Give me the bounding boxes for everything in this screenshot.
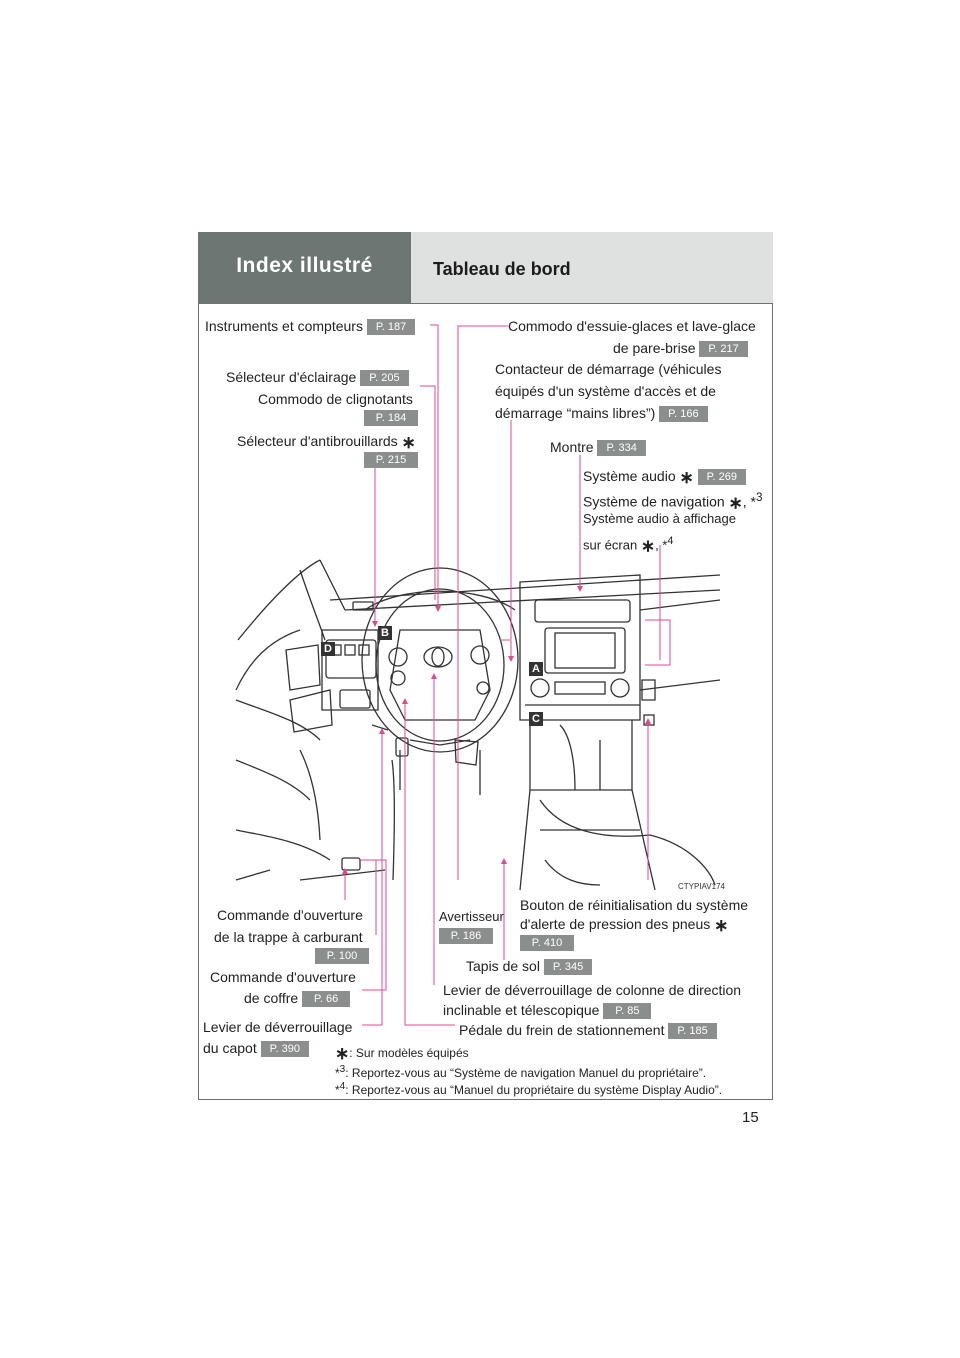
footnote-sup: 3 <box>756 491 763 504</box>
asterisk-icon: ∗ <box>728 493 743 513</box>
callout-trappe-l2: de la trappe à carburant <box>214 929 363 945</box>
callout-navigation: Système de navigation ∗, *3 <box>583 487 763 515</box>
title-bar <box>411 232 773 304</box>
callout-audio: Système audio ∗ P. 269 <box>583 465 747 489</box>
page-ref-pneus[interactable]: P. 410 <box>520 935 574 951</box>
footnote-text: : Reportez-vous au “Manuel du propriétai… <box>345 1083 723 1097</box>
callout-colonne-l1: Levier de déverrouillage de colonne de d… <box>443 982 742 998</box>
footnote-text: : Reportez-vous au “Système de navigatio… <box>345 1066 707 1080</box>
image-code: CTYPIAV174 <box>678 882 725 891</box>
callout-audio-ecran-l2: sur écran ∗, *4 <box>583 530 673 557</box>
callout-avertisseur: Avertisseur <box>439 909 504 924</box>
callout-label: Sélecteur d'antibrouillards <box>237 433 398 449</box>
callout-demarrage-l3: démarrage “mains libres”) P. 166 <box>495 402 708 424</box>
callout-eclairage: Sélecteur d'éclairage P. 205 <box>226 366 409 388</box>
page-ref[interactable]: P. 66 <box>302 991 351 1008</box>
footnote-star: ∗: Sur modèles équipés <box>335 1045 469 1062</box>
marker-b: B <box>378 626 392 640</box>
callout-label: du capot <box>203 1040 257 1056</box>
callout-montre: Montre P. 334 <box>550 436 646 458</box>
callout-label: de pare-brise <box>613 340 696 356</box>
callout-capot-l2: du capot P. 390 <box>203 1037 309 1059</box>
callout-label: Système audio <box>583 468 676 484</box>
page-ref[interactable]: P. 345 <box>543 959 593 976</box>
footnote-sup: 4 <box>667 535 674 547</box>
callout-label: inclinable et télescopique <box>443 1002 600 1018</box>
callout-coffre-l1: Commande d'ouverture <box>210 969 356 985</box>
callout-antibrouillards: Sélecteur d'antibrouillards ∗ <box>237 430 416 454</box>
asterisk-icon: ∗ <box>640 536 656 556</box>
page-title: Tableau de bord <box>433 259 571 279</box>
callout-trappe-l1: Commande d'ouverture <box>217 907 363 923</box>
callout-label: Pédale du frein de stationnement <box>459 1022 665 1038</box>
footnote-ref: , * <box>742 493 757 510</box>
footnote-3: *3: Reportez-vous au “Système de navigat… <box>335 1062 706 1081</box>
callout-label: Système de navigation <box>583 493 725 510</box>
page-ref[interactable]: P. 185 <box>668 1023 717 1040</box>
callout-pneus-l2: d'alerte de pression des pneus ∗ <box>520 913 728 937</box>
footnote-ref: , * <box>655 537 668 553</box>
page-ref-avertisseur[interactable]: P. 186 <box>439 928 493 944</box>
callout-essuie-glaces-l2: de pare-brise P. 217 <box>613 337 748 359</box>
section-tab <box>198 232 411 304</box>
page-ref[interactable]: P. 85 <box>603 1003 652 1020</box>
callout-essuie-glaces-l1: Commodo d'essuie-glaces et lave-glace <box>508 318 756 334</box>
page-ref-clignotants[interactable]: P. 184 <box>364 410 418 426</box>
page-ref[interactable]: P. 217 <box>699 341 748 358</box>
callout-label: Montre <box>550 439 594 455</box>
callout-demarrage-l1: Contacteur de démarrage (véhicules <box>495 361 722 377</box>
asterisk-icon: ∗ <box>714 916 729 935</box>
footnote-4: *4: Reportez-vous au “Manuel du propriét… <box>335 1079 722 1098</box>
callout-instruments: Instruments et compteurs P. 187 <box>205 315 416 337</box>
page-ref-antibrouillards[interactable]: P. 215 <box>364 452 418 468</box>
marker-c: C <box>529 712 543 726</box>
callout-capot-l1: Levier de déverrouillage <box>203 1019 353 1035</box>
callout-label: Instruments et compteurs <box>205 318 363 334</box>
page-ref-trappe[interactable]: P. 100 <box>315 948 369 964</box>
asterisk-icon: ∗ <box>335 1044 350 1063</box>
callout-audio-ecran-l1: Système audio à affichage <box>583 511 736 526</box>
callout-coffre-l2: de coffre P. 66 <box>244 987 351 1009</box>
marker-a: A <box>529 662 543 676</box>
marker-d: D <box>321 642 335 656</box>
callout-label: Sélecteur d'éclairage <box>226 369 357 385</box>
page-ref[interactable]: P. 334 <box>597 440 646 457</box>
footnote-sup: 4 <box>339 1081 346 1092</box>
asterisk-icon: ∗ <box>679 468 694 487</box>
callout-label: sur écran <box>583 537 638 553</box>
page-ref[interactable]: P. 390 <box>260 1041 309 1058</box>
footnote-sup: 3 <box>339 1064 346 1075</box>
callout-pneus-l1: Bouton de réinitialisation du système <box>520 897 749 913</box>
callout-label: démarrage “mains libres”) <box>495 405 656 421</box>
page-ref[interactable]: P. 187 <box>366 319 416 336</box>
page-ref[interactable]: P. 269 <box>697 469 747 486</box>
page-ref[interactable]: P. 205 <box>360 370 409 387</box>
asterisk-icon: ∗ <box>401 433 416 452</box>
footnote-mark: * <box>335 1083 340 1097</box>
callout-colonne-l2: inclinable et télescopique P. 85 <box>443 999 652 1021</box>
callout-tapis: Tapis de sol P. 345 <box>466 955 593 977</box>
section-title: Index illustré <box>236 254 373 277</box>
footnote-mark: * <box>335 1066 340 1080</box>
callout-frein: Pédale du frein de stationnement P. 185 <box>459 1019 717 1041</box>
callout-label: d'alerte de pression des pneus <box>520 916 711 932</box>
callout-demarrage-l2: équipés d'un système d'accès et de <box>495 383 716 399</box>
callout-label: de coffre <box>244 990 299 1006</box>
page-ref[interactable]: P. 166 <box>659 406 708 423</box>
callout-clignotants-label: Commodo de clignotants <box>258 391 413 407</box>
callout-label: Tapis de sol <box>466 958 540 974</box>
page-number: 15 <box>742 1109 759 1126</box>
footnote-text: : Sur modèles équipés <box>349 1046 469 1060</box>
